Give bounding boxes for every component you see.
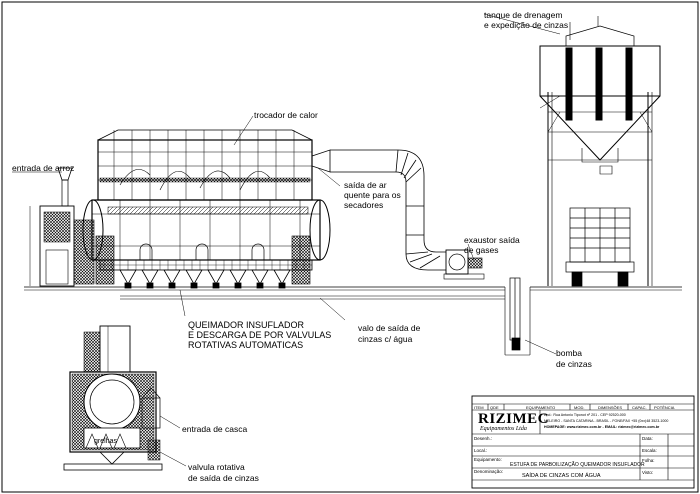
label-husk-inlet: entrada de casca — [182, 424, 248, 434]
truck — [565, 207, 635, 287]
tb-col-pot: POTÊNCIA — [654, 405, 675, 410]
label-hot-air-1: saída de ar — [344, 180, 387, 190]
label-exhaust-2: de gases — [464, 245, 499, 255]
label-hot-air-3: secadores — [344, 200, 384, 210]
label-burner-3: ROTATIVAS AUTOMATICAS — [188, 340, 304, 350]
label-tank-line2: e expedição de cinzas — [484, 20, 569, 30]
company-subtitle: Equipamentos Ltda — [480, 426, 527, 432]
label-rotary-valve-1: valvula rotativa — [188, 462, 245, 472]
exhaust-fan — [443, 249, 485, 280]
furnace-body — [82, 199, 331, 285]
label-pump-1: bomba — [556, 348, 582, 358]
leader-lines — [12, 13, 561, 355]
label-heat-exchanger: trocador de calor — [254, 110, 318, 120]
company-logo: RIZIMEC — [478, 411, 550, 427]
label-rotary-valve-2: de saída de cinzas — [188, 473, 259, 483]
rice-inlet — [29, 167, 95, 287]
field-date: Data: — [642, 436, 653, 441]
label-grates: grelhas — [94, 438, 117, 445]
field-equipment: Equipamento: — [474, 457, 502, 462]
heat-exchanger — [97, 129, 313, 201]
field-scale: Escala: — [642, 448, 657, 453]
field-visto: Visto: — [642, 470, 654, 475]
rotary-valves — [119, 269, 291, 289]
tb-col-equip: EQUIPAMENTO — [526, 405, 556, 410]
ash-pump — [509, 277, 521, 351]
label-tank-line1: tanque de drenagem — [484, 10, 563, 20]
tb-col-cap: CAPAC. — [632, 405, 647, 410]
field-sheet: Folha: — [642, 458, 655, 463]
equipment-value: ESTUFA DE PARBOILIZAÇÃO QUEIMADOR INSUFL… — [510, 462, 645, 468]
label-burner-2: E DESCARGA DE POR VALVULAS — [188, 330, 332, 340]
address-line-2: MELEIRO - SANTA CATARINA - BRASIL - FONE… — [544, 419, 669, 423]
drain-tank — [539, 16, 661, 286]
label-exhaust-1: exaustor saída — [464, 235, 520, 245]
ground-line — [24, 286, 682, 356]
tb-col-qde: QDE — [490, 405, 499, 410]
hot-air-duct — [311, 149, 446, 271]
address-line-1: End.: Rua Antonio Tiponot nº 201 - CEP 9… — [544, 413, 626, 417]
label-rice-inlet: entrada de arroz — [12, 163, 75, 173]
tb-col-dim: DIMENSÕES — [598, 405, 623, 410]
tb-col-item: ITEM — [474, 405, 484, 410]
field-denomination: Denominação: — [474, 469, 504, 474]
label-ash-valve-1: valo de saída de — [358, 323, 421, 333]
field-local: Local.: — [474, 448, 488, 453]
label-burner-1: QUEIMADOR INSUFLADOR — [188, 320, 305, 330]
title-block — [471, 395, 695, 489]
ash-water-channel — [120, 295, 505, 300]
section-view — [63, 325, 187, 471]
denomination-value: SAÍDA DE CINZAS COM ÁGUA — [522, 473, 601, 479]
label-hot-air-2: quente para os — [344, 190, 401, 200]
label-ash-valve-2: cinzas c/ água — [358, 334, 413, 344]
address-line-3: HOMEPAGE: www.rizimec.com.br - EMAIL: ri… — [544, 425, 660, 429]
tb-col-mod: MOD. — [574, 405, 585, 410]
field-drawn: Desenh.: — [474, 436, 493, 441]
label-pump-2: de cinzas — [556, 359, 592, 369]
